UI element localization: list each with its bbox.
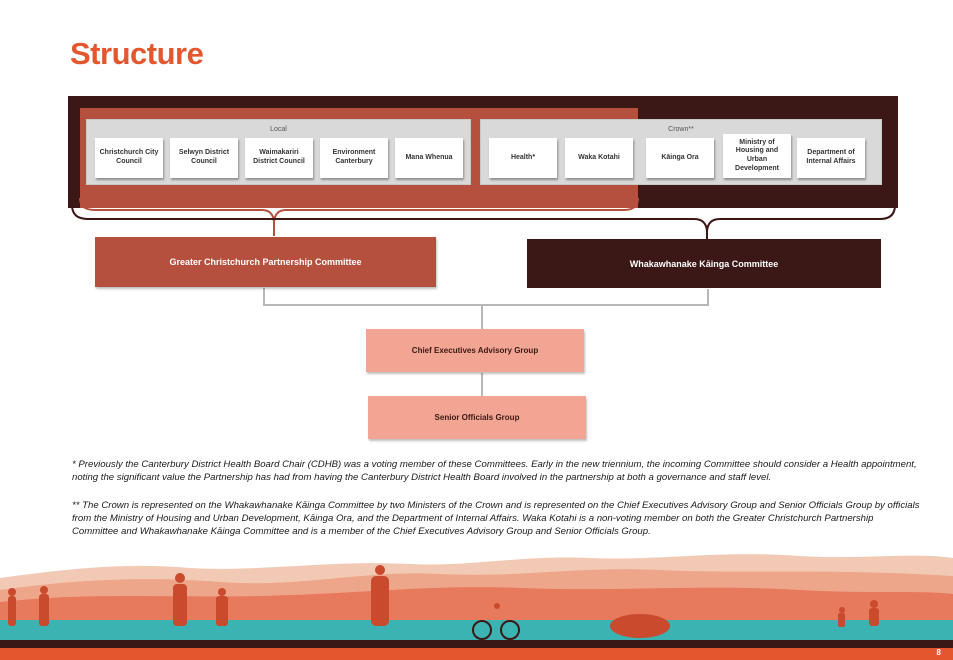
crown-group-label: Crown** xyxy=(668,126,694,133)
member-waka-kotahi: Waka Kotahi xyxy=(565,138,633,178)
local-brace xyxy=(79,197,639,236)
all-members-brace xyxy=(71,204,896,239)
crown-group: Crown** Health* Waka Kotahi Kāinga Ora M… xyxy=(480,119,882,185)
member-waimakariri-district-council: Waimakariri District Council xyxy=(245,138,313,178)
member-environment-canterbury: Environment Canterbury xyxy=(320,138,388,178)
member-kainga-ora: Kāinga Ora xyxy=(646,138,714,178)
chief-executives-advisory-group: Chief Executives Advisory Group xyxy=(366,329,584,372)
footnote-health: * Previously the Canterbury District Hea… xyxy=(72,459,917,483)
landscape-illustration xyxy=(0,554,953,660)
committees-connector xyxy=(263,288,709,306)
whakawhanake-kainga-committee: Whakawhanake Kāinga Committee xyxy=(527,239,881,288)
member-health: Health* xyxy=(489,138,557,178)
member-selwyn-district-council: Selwyn District Council xyxy=(170,138,238,178)
page-number: 8 xyxy=(936,648,941,657)
footnote-crown: ** The Crown is represented on the Whaka… xyxy=(72,500,920,537)
local-group-label: Local xyxy=(270,126,287,133)
member-ministry-housing-urban-development: Ministry of Housing and Urban Developmen… xyxy=(723,134,791,178)
local-group: Local Christchurch City Council Selwyn D… xyxy=(86,119,471,185)
page-title: Structure xyxy=(70,36,204,71)
senior-officials-group: Senior Officials Group xyxy=(368,396,586,439)
member-mana-whenua: Mana Whenua xyxy=(395,138,463,178)
member-department-internal-affairs: Department of Internal Affairs xyxy=(797,138,865,178)
greater-christchurch-partnership-committee: Greater Christchurch Partnership Committ… xyxy=(95,237,436,287)
member-christchurch-city-council: Christchurch City Council xyxy=(95,138,163,178)
people-silhouettes xyxy=(8,565,879,640)
